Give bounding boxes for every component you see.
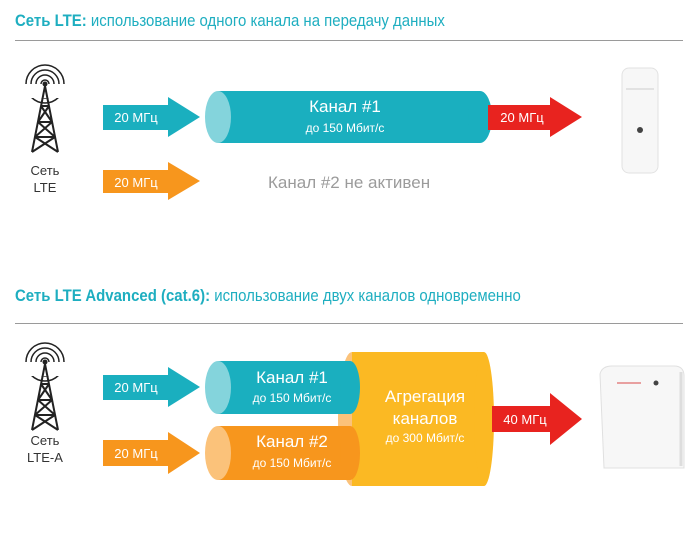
section2-title: Сеть LTE Advanced (cat.6): использование… (15, 286, 521, 306)
arrow-label: 20 МГц (500, 110, 544, 125)
input-arrow-teal: 20 МГц (103, 97, 200, 137)
aggregation-label: Агрегация (385, 387, 465, 406)
aggregation-speed: до 300 Мбит/с (386, 431, 465, 445)
title-rest: использование двух каналов одновременно (210, 286, 521, 305)
arrow-label: 20 МГц (114, 110, 158, 125)
title-rest: использование одного канала на передачу … (86, 11, 445, 30)
arrow-label: 20 МГц (114, 380, 158, 395)
channel-name: Канал #1 (309, 97, 381, 116)
divider (15, 323, 683, 324)
tower-label: Сеть (31, 163, 60, 178)
router-icon (599, 365, 685, 469)
tower-label: Сеть (31, 433, 60, 448)
title-bold: Сеть LTE Advanced (cat.6): (15, 286, 211, 305)
tower-label: LTE (34, 180, 57, 195)
usb-modem-icon (621, 67, 659, 174)
input-arrow-orange: 20 МГц (103, 162, 200, 200)
aggregation-cylinder: Агрегация каналов до 300 Мбит/с (338, 352, 494, 486)
channel-speed: до 150 Мбит/с (253, 391, 332, 405)
input-arrow-orange: 20 МГц (103, 432, 200, 474)
channel-name: Канал #1 (256, 368, 328, 387)
aggregation-label: каналов (393, 409, 458, 428)
channel-name: Канал #2 (256, 432, 328, 451)
tower-label: LTE-A (27, 450, 63, 465)
channel1-cylinder: Канал #1 до 150 Мбит/с (205, 91, 492, 143)
arrow-label: 40 МГц (503, 412, 547, 427)
output-arrow-red: 20 МГц (488, 97, 582, 137)
output-arrow-red: 40 МГц (492, 393, 582, 445)
cell-tower-icon (21, 64, 69, 153)
channel2-inactive-label: Канал #2 не активен (268, 173, 430, 192)
channel1-cylinder: Канал #1 до 150 Мбит/с (205, 361, 360, 414)
title-bold: Сеть LTE: (15, 11, 87, 30)
channel-speed: до 150 Мбит/с (306, 121, 385, 135)
channel2-cylinder: Канал #2 до 150 Мбит/с (205, 426, 360, 480)
cell-tower-icon (21, 342, 69, 431)
arrow-label: 20 МГц (114, 175, 158, 190)
arrow-label: 20 МГц (114, 446, 158, 461)
input-arrow-teal: 20 МГц (103, 367, 200, 407)
section1-title: Сеть LTE: использование одного канала на… (15, 11, 445, 31)
divider (15, 40, 683, 41)
channel-speed: до 150 Мбит/с (253, 456, 332, 470)
